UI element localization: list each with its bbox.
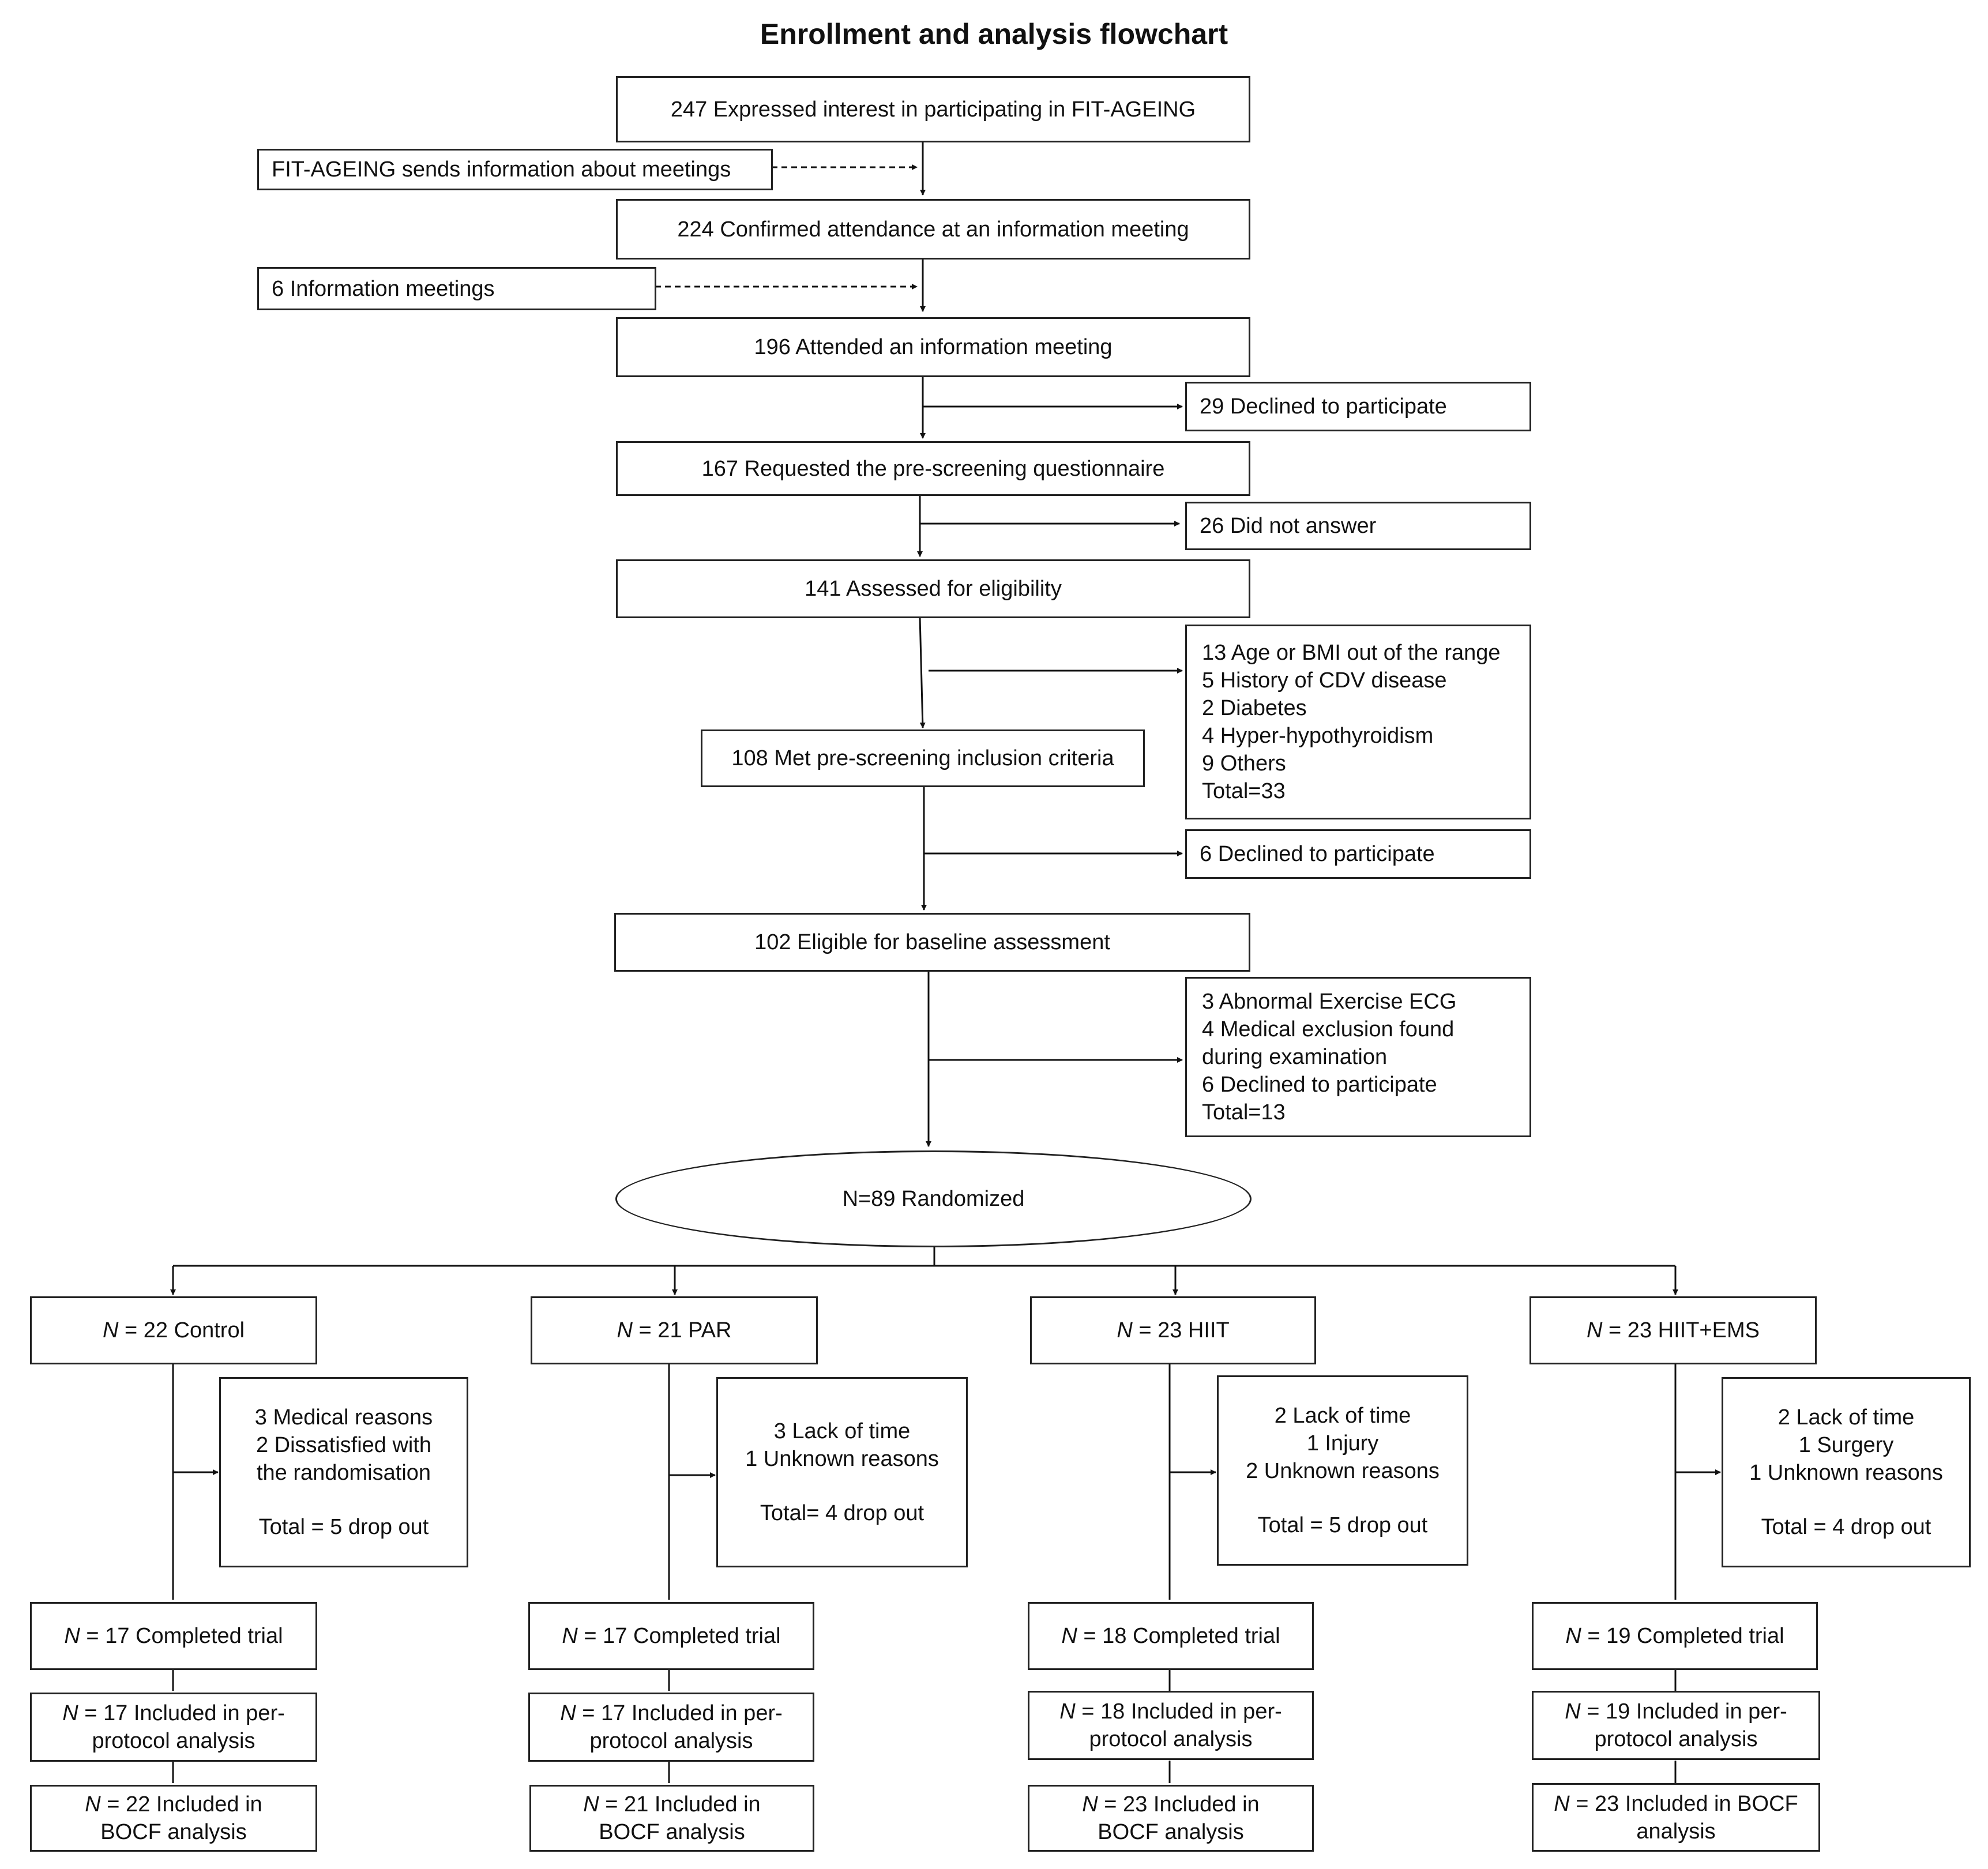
group-2-dropout-box: 3 Lack of time 1 Unknown reasons Total= …	[716, 1377, 968, 1567]
n-symbol: N	[62, 1701, 78, 1725]
group-3-bocf: N = 23 Included in BOCF analysis	[1028, 1785, 1314, 1852]
dropout-reason: 1 Surgery	[1798, 1433, 1894, 1457]
group-3-box: N = 23 HIIT	[1030, 1296, 1316, 1364]
dropout-total: Total = 4 drop out	[1761, 1515, 1931, 1539]
box-did-not-answer: 26 Did not answer	[1185, 502, 1531, 550]
box-eligible-baseline: 102 Eligible for baseline assessment	[614, 913, 1250, 972]
box-assessed-eligibility: 141 Assessed for eligibility	[616, 559, 1250, 618]
box-sends-info: FIT-AGEING sends information about meeti…	[257, 149, 773, 190]
dropout-total: Total = 5 drop out	[258, 1515, 429, 1539]
label: 6 Information meetings	[272, 276, 495, 301]
dropout-reason: the randomisation	[256, 1461, 431, 1485]
exclusion-line: 5 History of CDV disease	[1202, 668, 1447, 693]
box-expressed-interest: 247 Expressed interest in participating …	[616, 76, 1250, 142]
dropout-reason: 1 Unknown reasons	[745, 1447, 939, 1471]
dropout-reason: 2 Dissatisfied with	[255, 1433, 432, 1457]
n-symbol: N	[583, 1792, 599, 1817]
exclusion-line: 9 Others	[1202, 751, 1286, 776]
label: N=89 Randomized	[842, 1186, 1025, 1211]
dropout-total: Total= 4 drop out	[760, 1501, 925, 1525]
chart-title: Enrollment and analysis flowchart	[760, 18, 1228, 50]
group-4-completed: N = 19 Completed trial	[1532, 1602, 1818, 1670]
group-1-completed: N = 17 Completed trial	[30, 1602, 317, 1670]
dropout-reason: 3 Lack of time	[773, 1419, 911, 1443]
group-2-box: N = 21 PAR	[531, 1296, 818, 1364]
exclusion-line: 6 Declined to participate	[1202, 1073, 1437, 1097]
box-requested-questionnaire: 167 Requested the pre-screening question…	[616, 441, 1250, 496]
group-3-dropout-box: 2 Lack of time 1 Injury 2 Unknown reason…	[1217, 1375, 1468, 1566]
label: 26 Did not answer	[1200, 514, 1377, 538]
exclusion-line: during examination	[1202, 1045, 1388, 1069]
box-declined-2: 6 Declined to participate	[1185, 829, 1531, 879]
group-1-dropout-box: 3 Medical reasons 2 Dissatisfied with th…	[219, 1377, 468, 1567]
label: 6 Declined to participate	[1200, 842, 1435, 866]
box-confirmed-attendance: 224 Confirmed attendance at an informati…	[616, 199, 1250, 260]
dropout-reason: 3 Medical reasons	[254, 1405, 433, 1430]
exclusion-total: Total=13	[1202, 1100, 1286, 1125]
group-4-per-protocol: N = 19 Included in per- protocol analysi…	[1532, 1691, 1820, 1760]
exclusion-total: Total=33	[1202, 779, 1286, 803]
n-symbol: N	[1587, 1318, 1603, 1342]
label: 29 Declined to participate	[1200, 394, 1447, 419]
dropout-reason: 1 Injury	[1306, 1431, 1379, 1456]
connector-5	[919, 616, 926, 728]
box-attended-meeting: 196 Attended an information meeting	[616, 317, 1250, 377]
group-1-box: N = 22 Control	[30, 1296, 317, 1364]
group-4-dropout-box: 2 Lack of time 1 Surgery 1 Unknown reaso…	[1722, 1377, 1971, 1567]
group-2-bocf: N = 21 Included in BOCF analysis	[529, 1785, 814, 1852]
group-3-per-protocol: N = 18 Included in per- protocol analysi…	[1028, 1691, 1314, 1760]
box-exclusions-2: 3 Abnormal Exercise ECG 4 Medical exclus…	[1185, 977, 1531, 1137]
box-met-criteria: 108 Met pre-screening inclusion criteria	[701, 729, 1145, 787]
n-symbol: N	[560, 1701, 576, 1725]
n-symbol: N	[1565, 1699, 1581, 1724]
label: 247 Expressed interest in participating …	[670, 97, 1196, 122]
group-3-completed: N = 18 Completed trial	[1028, 1602, 1314, 1670]
label: 167 Requested the pre-screening question…	[701, 456, 1165, 481]
exclusion-line: 13 Age or BMI out of the range	[1202, 641, 1501, 665]
n-symbol: N	[1061, 1624, 1077, 1648]
label: 224 Confirmed attendance at an informati…	[677, 217, 1189, 242]
dropout-reason: 2 Unknown reasons	[1246, 1459, 1440, 1483]
exclusion-line: 4 Medical exclusion found	[1202, 1017, 1455, 1041]
dropout-reason: 1 Unknown reasons	[1749, 1461, 1943, 1485]
n-symbol: N	[1554, 1791, 1570, 1816]
n-symbol: N	[1082, 1792, 1098, 1817]
group-1-bocf: N = 22 Included in BOCF analysis	[30, 1785, 317, 1852]
n-symbol: N	[617, 1318, 633, 1342]
label: 102 Eligible for baseline assessment	[754, 930, 1110, 954]
box-declined-1: 29 Declined to participate	[1185, 382, 1531, 431]
group-2-per-protocol: N = 17 Included in per- protocol analysi…	[528, 1693, 814, 1762]
n-symbol: N	[1565, 1624, 1581, 1648]
exclusion-line: 3 Abnormal Exercise ECG	[1202, 990, 1457, 1014]
n-symbol: N	[562, 1624, 578, 1648]
n-symbol: N	[102, 1318, 119, 1342]
dropout-reason: 2 Lack of time	[1274, 1404, 1411, 1428]
label: FIT-AGEING sends information about meeti…	[272, 157, 731, 182]
dropout-reason: 2 Lack of time	[1777, 1405, 1915, 1430]
group-1-per-protocol: N = 17 Included in per- protocol analysi…	[30, 1693, 317, 1762]
exclusion-line: 4 Hyper-hypothyroidism	[1202, 724, 1434, 748]
n-symbol: N	[1117, 1318, 1133, 1342]
n-symbol: N	[1059, 1699, 1076, 1724]
randomized-ellipse: N=89 Randomized	[615, 1150, 1252, 1247]
label: 141 Assessed for eligibility	[805, 577, 1062, 601]
dropout-total: Total = 5 drop out	[1257, 1513, 1428, 1537]
group-4-box: N = 23 HIIT+EMS	[1529, 1296, 1817, 1364]
label: 196 Attended an information meeting	[754, 335, 1113, 359]
exclusion-line: 2 Diabetes	[1202, 696, 1307, 720]
group-label: N = 22 Control	[102, 1318, 245, 1342]
group-4-bocf: N = 23 Included in BOCF analysis	[1532, 1783, 1820, 1852]
label: 108 Met pre-screening inclusion criteria	[731, 746, 1114, 770]
group-2-completed: N = 17 Completed trial	[528, 1602, 814, 1670]
n-symbol: N	[85, 1792, 101, 1817]
n-symbol: N	[64, 1624, 80, 1648]
box-exclusions-1: 13 Age or BMI out of the range 5 History…	[1185, 625, 1531, 819]
box-info-meetings: 6 Information meetings	[257, 267, 656, 310]
